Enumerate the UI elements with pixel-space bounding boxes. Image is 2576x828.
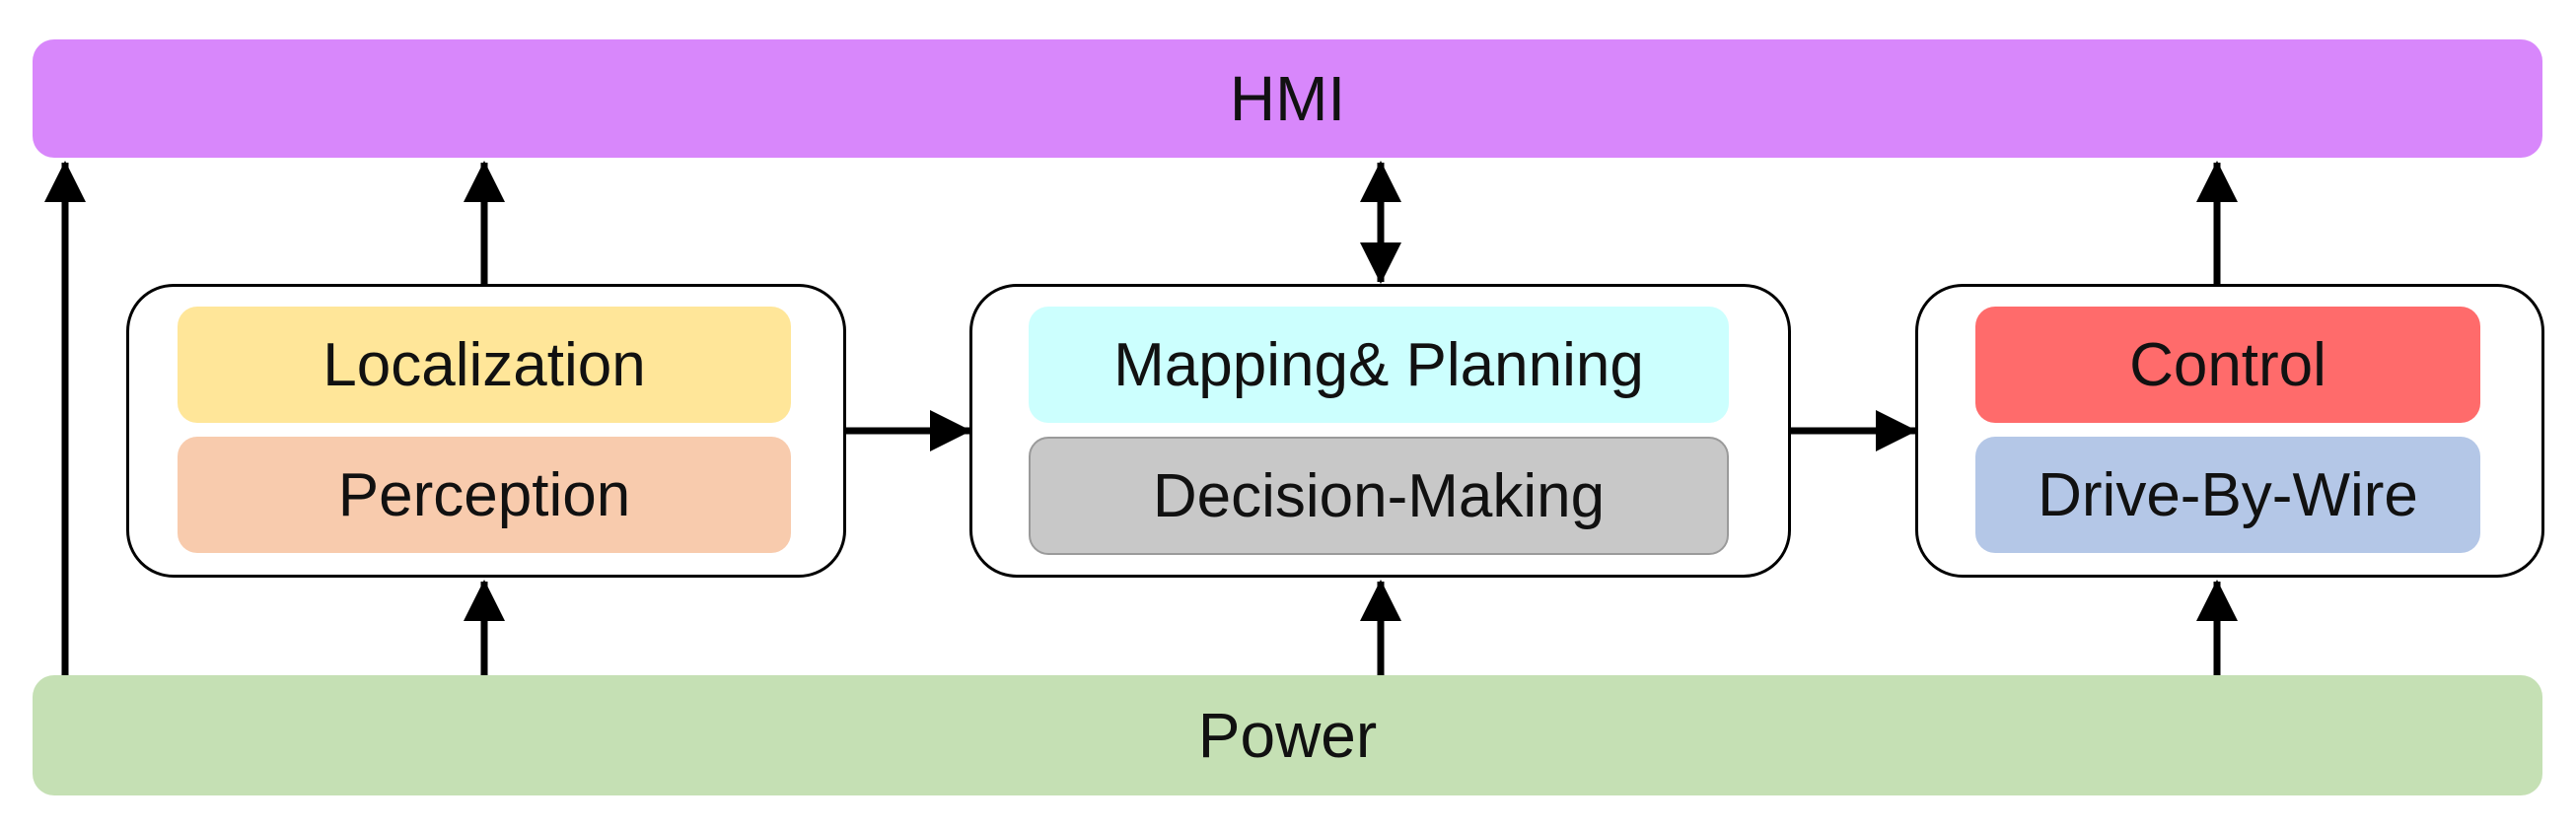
power-label: Power [1197, 700, 1378, 771]
drive-by-wire-module: Drive-By-Wire [1975, 437, 2480, 553]
power-bar: Power [33, 675, 2542, 795]
perception-label: Perception [337, 460, 631, 529]
perception-module: Perception [178, 437, 791, 553]
hmi-label: HMI [1229, 63, 1346, 134]
decision-making-label: Decision-Making [1152, 461, 1606, 530]
control-module: Control [1975, 307, 2480, 423]
mapping-planning-module: Mapping& Planning [1029, 307, 1729, 423]
hmi-bar: HMI [33, 39, 2542, 158]
localization-label: Localization [322, 330, 646, 399]
localization-module: Localization [178, 307, 791, 423]
control-label: Control [2129, 330, 2326, 399]
mapping-planning-label: Mapping& Planning [1113, 330, 1644, 399]
decision-making-module: Decision-Making [1029, 437, 1729, 555]
drive-by-wire-label: Drive-By-Wire [2038, 460, 2418, 529]
